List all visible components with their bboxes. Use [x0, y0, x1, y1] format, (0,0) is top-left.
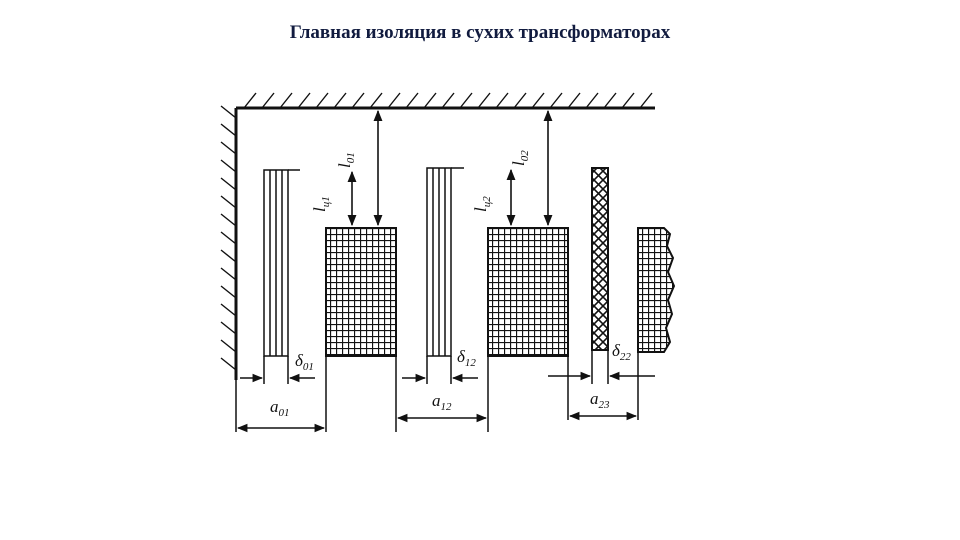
label-lc1: lц1 [310, 196, 332, 212]
winding-2 [487, 227, 569, 357]
label-l01: l01 [335, 152, 357, 168]
insulating-barrier-3 [591, 167, 609, 351]
slide-title: Главная изоляция в сухих трансформаторах [289, 22, 671, 43]
label-d22: δ22 [612, 341, 631, 363]
insulating-barrier-2 [426, 167, 464, 357]
label-a12: a12 [432, 391, 452, 413]
core-yoke [220, 92, 655, 380]
label-lc2: lц2 [471, 196, 493, 212]
label-d01: δ01 [295, 351, 314, 373]
label-l02: l02 [509, 150, 531, 166]
winding-3 [637, 227, 676, 353]
dimension-lines-horizontal [235, 350, 655, 433]
label-a23: a23 [590, 389, 610, 411]
dimension-lines-vertical [347, 109, 553, 227]
insulating-barrier-1 [263, 169, 300, 357]
label-d12: δ12 [457, 347, 476, 369]
label-a01: a01 [270, 397, 290, 419]
winding-1 [325, 227, 397, 357]
